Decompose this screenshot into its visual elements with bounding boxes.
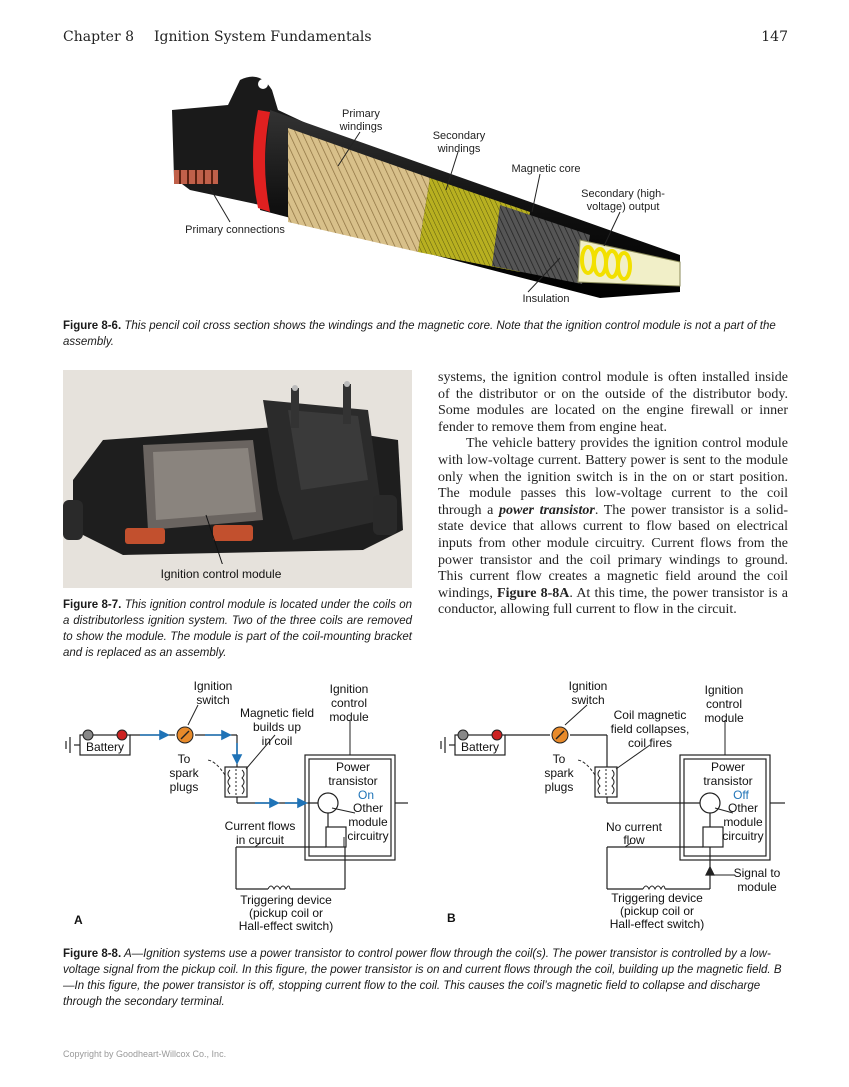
label-magnetic-core: Magnetic core: [511, 163, 580, 175]
seal-ring: [253, 110, 270, 212]
magnetic-core: [492, 205, 590, 284]
label-ignition-control-module: Ignition control module: [161, 567, 282, 581]
power-transistor-a: [317, 792, 339, 814]
panel-label-a: A: [74, 913, 83, 927]
figure-reference-8-8a: Figure 8-8A: [497, 585, 570, 601]
transistor-state-a: On: [358, 788, 374, 802]
figure-8-8-caption: Figure 8-8. A—Ignition systems use a pow…: [63, 946, 789, 1010]
primary-windings: [288, 128, 430, 252]
chapter-title: Ignition System Fundamentals: [154, 29, 372, 45]
figure-8-7-caption-label: Figure 8-7.: [63, 599, 122, 611]
label-insulation: Insulation: [522, 293, 569, 305]
body-text-column: systems, the ignition control module is …: [438, 370, 788, 619]
term-power-transistor: power transistor: [498, 502, 595, 518]
label-secondary-output: Secondary (high-voltage) output: [581, 188, 665, 213]
figure-8-8a-diagram: Battery Ignit: [65, 679, 408, 933]
figure-8-8-caption-label: Figure 8-8.: [63, 948, 122, 960]
figure-8-6-caption-label: Figure 8-6.: [63, 320, 122, 332]
figure-8-7-caption: Figure 8-7. This ignition control module…: [63, 597, 412, 661]
chapter-number: Chapter 8: [63, 29, 134, 45]
output-spring: [580, 245, 632, 281]
figure-8-6-caption-text: This pencil coil cross section shows the…: [63, 320, 776, 348]
label-primary-connections: Primary connections: [185, 224, 285, 236]
page-number: 147: [761, 29, 788, 45]
body-paragraph-1: systems, the ignition control module is …: [438, 370, 788, 435]
panel-label-b: B: [447, 911, 456, 925]
module-pad-left: [125, 528, 165, 544]
figure-8-7-module-photo: Ignition control module: [63, 370, 412, 588]
figure-8-8-caption-text: A—Ignition systems use a power transisto…: [63, 948, 782, 1008]
figure-8-6-caption: Figure 8-6. This pencil coil cross secti…: [63, 318, 789, 350]
running-header: Chapter 8 Ignition System Fundamentals: [63, 29, 372, 45]
body-paragraph-2: The vehicle battery provides the ignitio…: [438, 436, 789, 618]
power-transistor-b: [699, 792, 721, 814]
battery-label-b: Battery: [461, 740, 499, 754]
mounting-hole: [258, 79, 268, 89]
module-pad-right: [213, 525, 253, 541]
figure-8-7-caption-text: This ignition control module is located …: [63, 599, 412, 659]
transistor-state-b: Off: [733, 788, 749, 802]
copyright-footer: Copyright by Goodheart-Willcox Co., Inc.: [63, 1049, 227, 1059]
battery-label-a: Battery: [86, 740, 124, 754]
